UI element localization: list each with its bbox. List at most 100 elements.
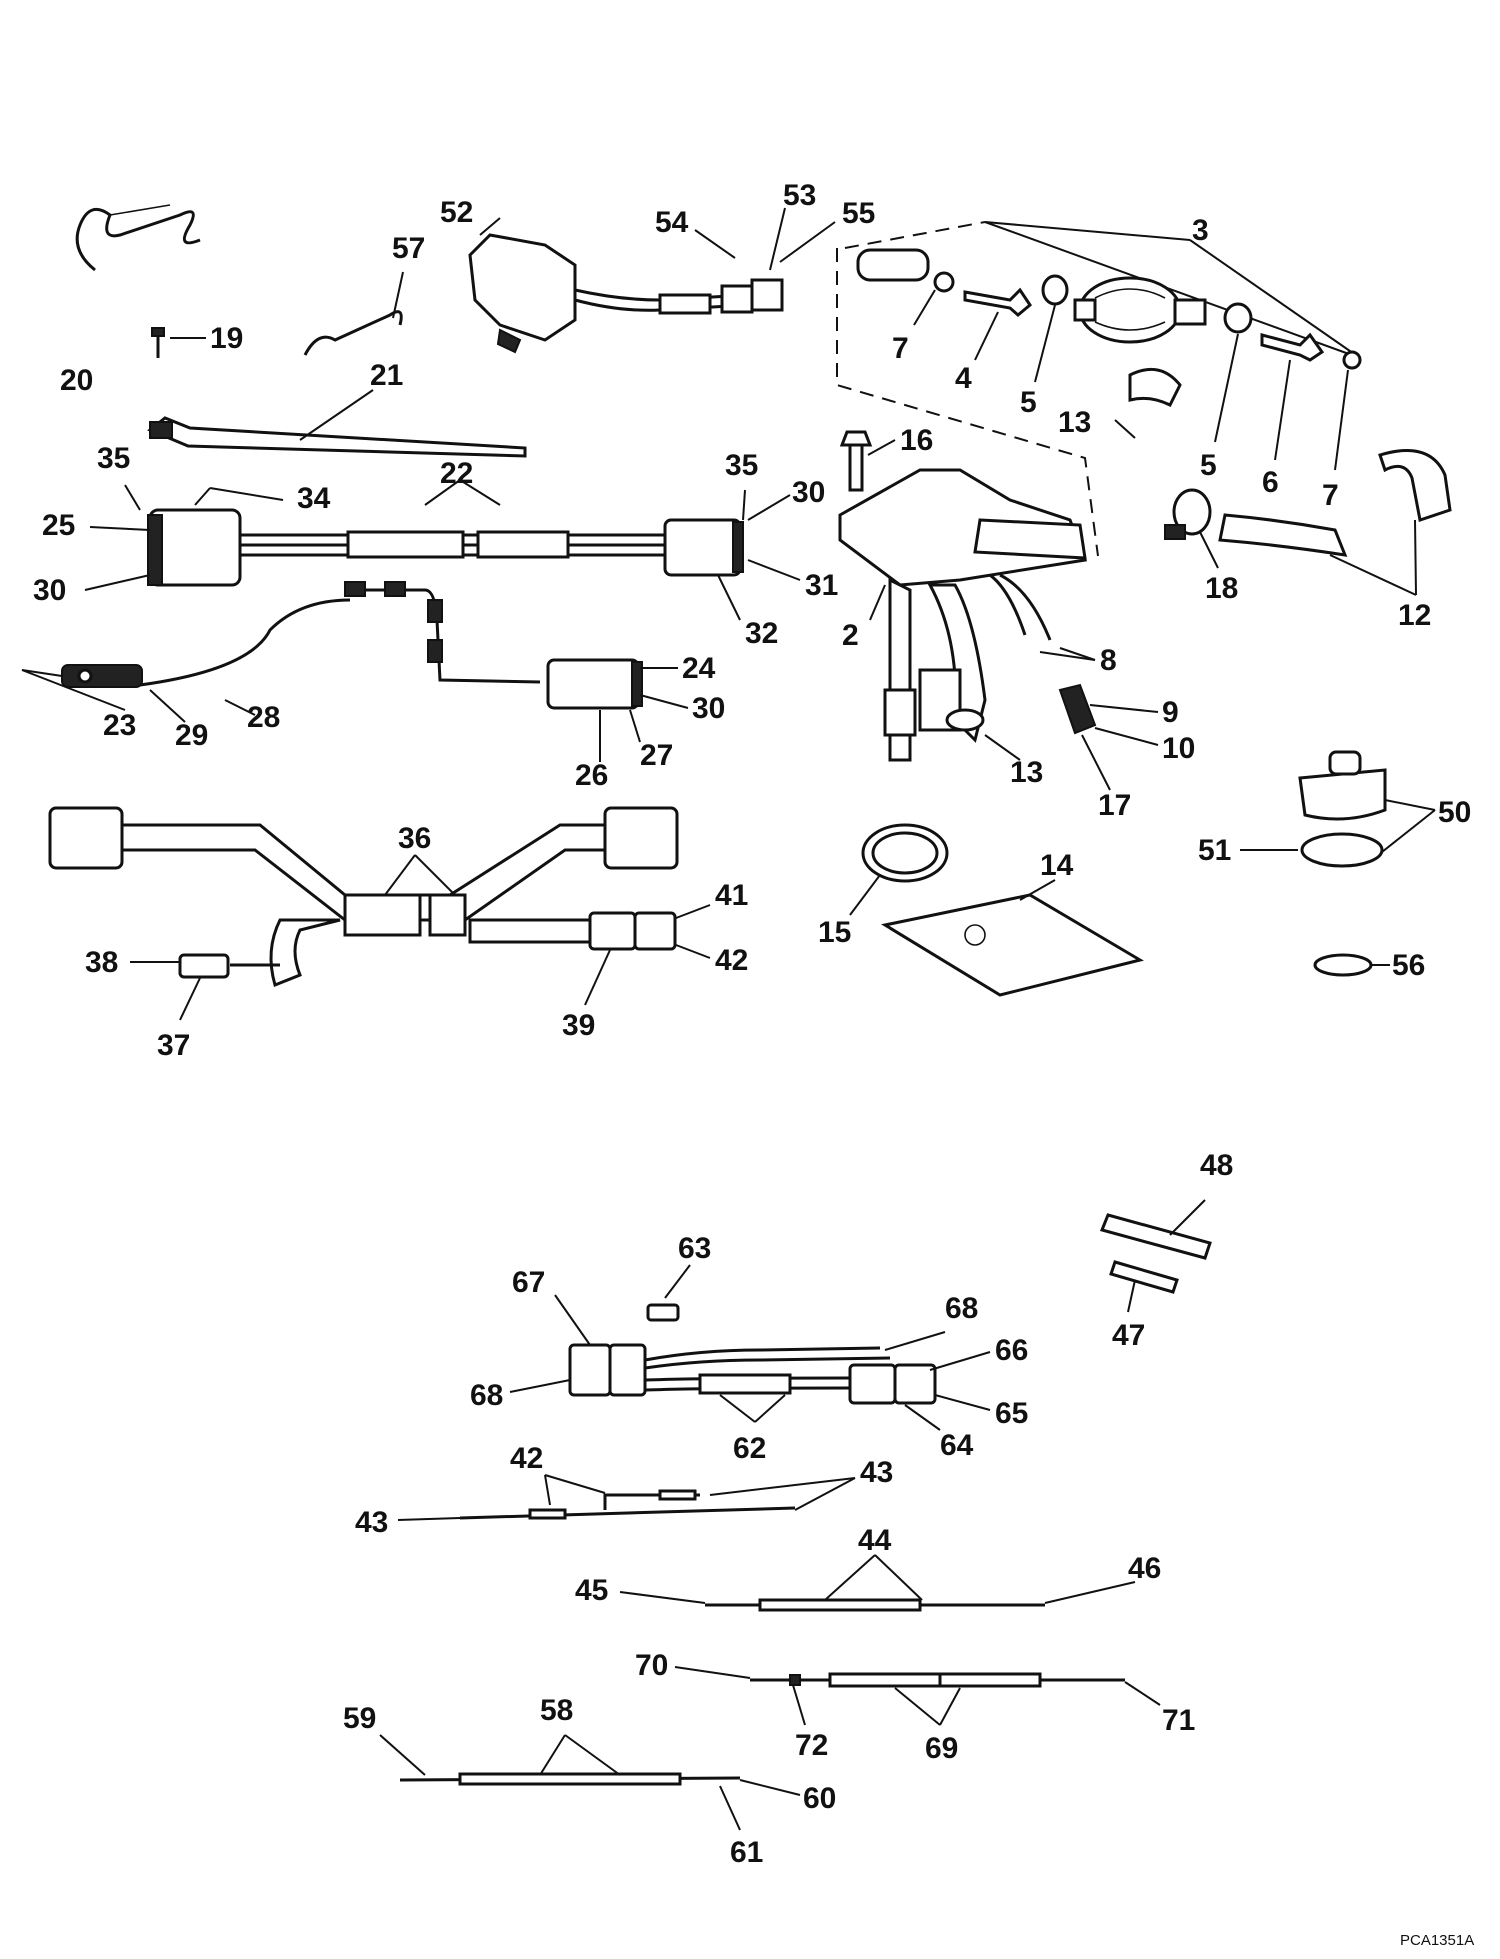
callout-29: 29 xyxy=(175,719,208,752)
callout-26: 26 xyxy=(575,759,608,792)
callout-8: 8 xyxy=(1100,644,1117,677)
callout-68: 68 xyxy=(470,1379,503,1412)
callout-48: 48 xyxy=(1200,1149,1233,1182)
callout-53: 53 xyxy=(783,179,816,212)
part-48-sleeve xyxy=(1099,1199,1212,1260)
callout-30: 30 xyxy=(33,574,66,607)
part-52-switch xyxy=(468,217,784,354)
callout-51: 51 xyxy=(1198,834,1231,867)
callout-39: 39 xyxy=(562,1009,595,1042)
callout-25: 25 xyxy=(42,509,75,542)
callout-66: 66 xyxy=(995,1334,1028,1367)
drawing-reference-code: PCA1351A xyxy=(1400,1932,1474,1949)
part-19-screw xyxy=(151,327,206,358)
callout-30: 30 xyxy=(792,476,825,509)
part-56-clip xyxy=(1313,953,1390,977)
callout-47: 47 xyxy=(1112,1319,1145,1352)
part-8-wire-leads xyxy=(989,573,1096,661)
callout-42: 42 xyxy=(715,944,748,977)
callout-43: 43 xyxy=(860,1456,893,1489)
callout-65: 65 xyxy=(995,1397,1028,1430)
part-58-lead xyxy=(379,1734,801,1831)
callout-6: 6 xyxy=(1262,466,1279,499)
callout-21: 21 xyxy=(370,359,403,392)
callout-56: 56 xyxy=(1392,949,1425,982)
part-57-clip xyxy=(303,271,404,356)
callout-9: 9 xyxy=(1162,696,1179,729)
part-44-lead xyxy=(619,1554,1136,1612)
callout-13: 13 xyxy=(1010,756,1043,789)
callout-54: 54 xyxy=(655,206,689,239)
callout-22: 22 xyxy=(440,457,473,490)
callout-45: 45 xyxy=(575,1574,608,1607)
callout-42: 42 xyxy=(510,1442,543,1475)
callout-35: 35 xyxy=(97,442,130,475)
callout-67: 67 xyxy=(512,1266,545,1299)
callout-59: 59 xyxy=(343,1702,376,1735)
callout-58: 58 xyxy=(540,1694,573,1727)
callout-2: 2 xyxy=(842,619,859,652)
callout-44: 44 xyxy=(858,1524,892,1557)
part-63-terminal xyxy=(646,1264,691,1322)
callout-38: 38 xyxy=(85,946,118,979)
callout-24: 24 xyxy=(682,652,716,685)
callout-10: 10 xyxy=(1162,732,1195,765)
part-21-cable-tie xyxy=(147,389,527,458)
part-3-primer-bulb-assembly xyxy=(836,221,1362,557)
callout-34: 34 xyxy=(297,482,331,515)
callout-61: 61 xyxy=(730,1836,763,1869)
part-69-lead xyxy=(674,1666,1161,1726)
callout-35: 35 xyxy=(725,449,758,482)
part-15-seal xyxy=(849,823,949,916)
part-14-gasket xyxy=(880,879,1144,997)
callout-68: 68 xyxy=(945,1292,978,1325)
callout-7: 7 xyxy=(892,332,909,365)
callout-4: 4 xyxy=(955,362,972,395)
part-28-ground-lead xyxy=(21,581,689,762)
callout-46: 46 xyxy=(1128,1552,1161,1585)
part-43-lead xyxy=(397,1474,856,1521)
callout-41: 41 xyxy=(715,879,748,912)
callout-52: 52 xyxy=(440,196,473,229)
callout-64: 64 xyxy=(940,1429,974,1462)
callout-3: 3 xyxy=(1192,214,1209,247)
callout-32: 32 xyxy=(745,617,778,650)
callout-20: 20 xyxy=(60,364,93,397)
callout-30: 30 xyxy=(692,692,725,725)
callout-71: 71 xyxy=(1162,1704,1195,1737)
callout-labels: 3 7 4 5 13 5 6 7 52 54 53 55 57 19 20 21… xyxy=(33,179,1474,1949)
callout-70: 70 xyxy=(635,1649,668,1682)
part-12-fuel-hose xyxy=(1218,449,1452,596)
callout-15: 15 xyxy=(818,916,851,949)
part-62-harness xyxy=(509,1294,991,1431)
callout-50: 50 xyxy=(1438,796,1471,829)
callout-18: 18 xyxy=(1205,572,1238,605)
callout-7: 7 xyxy=(1322,479,1339,512)
callout-60: 60 xyxy=(803,1782,836,1815)
callout-27: 27 xyxy=(640,739,673,772)
callout-69: 69 xyxy=(925,1732,958,1765)
part-9-filter xyxy=(1058,683,1159,791)
callout-43: 43 xyxy=(355,1506,388,1539)
part-2-fuel-pickup xyxy=(838,468,1088,762)
callout-16: 16 xyxy=(900,424,933,457)
callout-13: 13 xyxy=(1058,406,1091,439)
callout-57: 57 xyxy=(392,232,425,265)
part-50-fuel-cap xyxy=(1240,750,1436,868)
callout-5: 5 xyxy=(1020,386,1037,419)
callout-31: 31 xyxy=(805,569,838,602)
callout-14: 14 xyxy=(1040,849,1074,882)
callout-62: 62 xyxy=(733,1432,766,1465)
part-34-connector-harness xyxy=(84,479,801,621)
part-36-y-harness xyxy=(48,806,711,1021)
callout-17: 17 xyxy=(1098,789,1131,822)
callout-23: 23 xyxy=(103,709,136,742)
part-13-clamp xyxy=(1114,367,1182,439)
callout-36: 36 xyxy=(398,822,431,855)
callout-37: 37 xyxy=(157,1029,190,1062)
callout-5: 5 xyxy=(1200,449,1217,482)
part-47-sleeve xyxy=(1109,1260,1179,1313)
part-18-hose-clamp xyxy=(1164,488,1219,569)
callout-72: 72 xyxy=(795,1729,828,1762)
